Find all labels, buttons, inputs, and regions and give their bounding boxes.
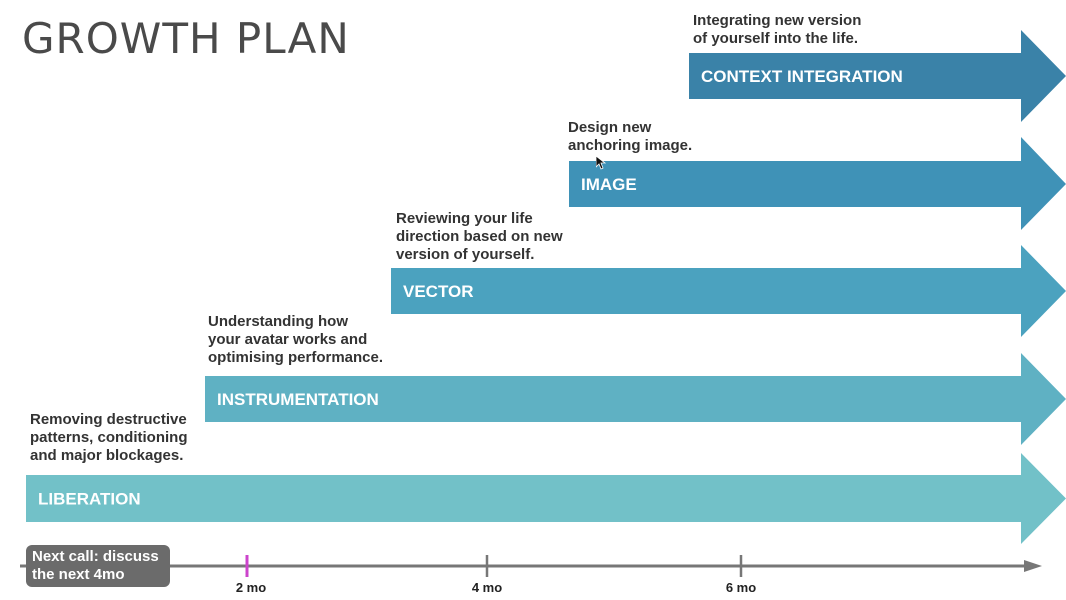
tick-label-2mo: 2 mo xyxy=(235,580,267,595)
stage-arrow-context-integration xyxy=(689,30,1066,122)
stage-description-context-integration: Integrating new version of yourself into… xyxy=(693,12,862,47)
tick-label-4mo: 4 mo xyxy=(471,580,503,595)
stage-description-instrumentation: Understanding how your avatar works and … xyxy=(208,313,384,366)
stage-label-vector: VECTOR xyxy=(403,282,474,301)
stage-label-image: IMAGE xyxy=(581,175,637,194)
stage-description-vector: Reviewing your life direction based on n… xyxy=(396,210,563,263)
mouse-cursor-icon xyxy=(596,156,606,170)
page-title: GROWTH PLAN xyxy=(22,14,350,63)
stage-arrow-liberation xyxy=(26,453,1066,544)
stage-label-liberation: LIBERATION xyxy=(38,490,141,509)
next-call-callout: Next call: discuss the next 4mo xyxy=(26,545,170,587)
stage-label-instrumentation: INSTRUMENTATION xyxy=(217,390,379,409)
stage-description-liberation: Removing destructive patterns, condition… xyxy=(30,411,188,464)
stage-arrow-instrumentation xyxy=(205,353,1066,445)
stage-label-context-integration: CONTEXT INTEGRATION xyxy=(701,67,903,86)
stage-arrow-image xyxy=(569,137,1066,230)
stage-description-image: Design new anchoring image. xyxy=(568,119,693,154)
tick-label-6mo: 6 mo xyxy=(725,580,757,595)
stage-arrow-vector xyxy=(391,245,1066,337)
timeline-arrowhead xyxy=(1024,560,1042,572)
